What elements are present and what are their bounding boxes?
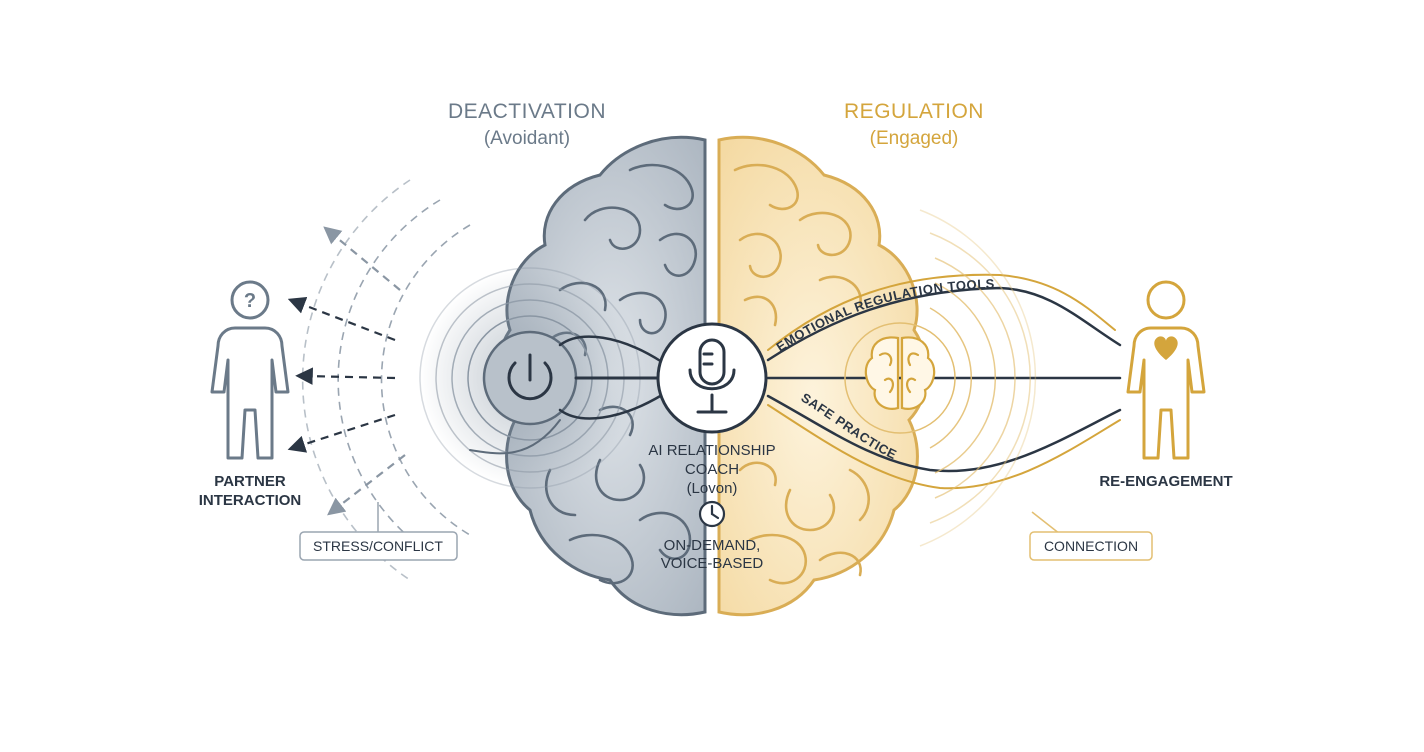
connection-text: CONNECTION — [1044, 538, 1138, 554]
microphone-icon — [688, 338, 736, 414]
connection-tag — [1029, 531, 1153, 561]
partner-figure — [210, 280, 290, 460]
on-demand-label: ON-DEMAND, — [664, 537, 761, 554]
brain-icon — [864, 336, 936, 410]
connector-lines — [469, 273, 1122, 490]
heart-icon — [1154, 336, 1178, 360]
ai-coach-label-line3: (Lovon) — [687, 480, 738, 497]
avoidance-arrows — [287, 226, 406, 516]
voice-based-label: VOICE-BASED — [661, 555, 764, 572]
partner-label-line2: INTERACTION — [199, 492, 302, 509]
deactivation-title: DEACTIVATION — [448, 100, 606, 123]
connection-tag-connector — [1031, 511, 1061, 535]
right-brain-hemisphere — [717, 135, 929, 617]
clock-icon — [698, 500, 726, 528]
stress-conflict-tag — [299, 531, 458, 561]
regulation-title: REGULATION — [844, 100, 984, 123]
re-engagement-label: RE-ENGAGEMENT — [1099, 473, 1232, 490]
re-engagement-figure — [1126, 280, 1206, 460]
regulation-subtitle: (Engaged) — [870, 128, 959, 149]
ai-coach-node — [656, 322, 768, 434]
ai-coach-label-line1: AI RELATIONSHIP — [648, 442, 775, 459]
deactivation-subtitle: (Avoidant) — [484, 128, 570, 149]
stress-conflict-text: STRESS/CONFLICT — [313, 538, 443, 554]
regulation-ripples — [844, 209, 1037, 547]
question-mark-icon: ? — [244, 290, 256, 312]
stress-ripples — [301, 179, 471, 581]
ai-coach-label-line2: COACH — [685, 461, 739, 478]
partner-label-line1: PARTNER — [214, 473, 286, 490]
